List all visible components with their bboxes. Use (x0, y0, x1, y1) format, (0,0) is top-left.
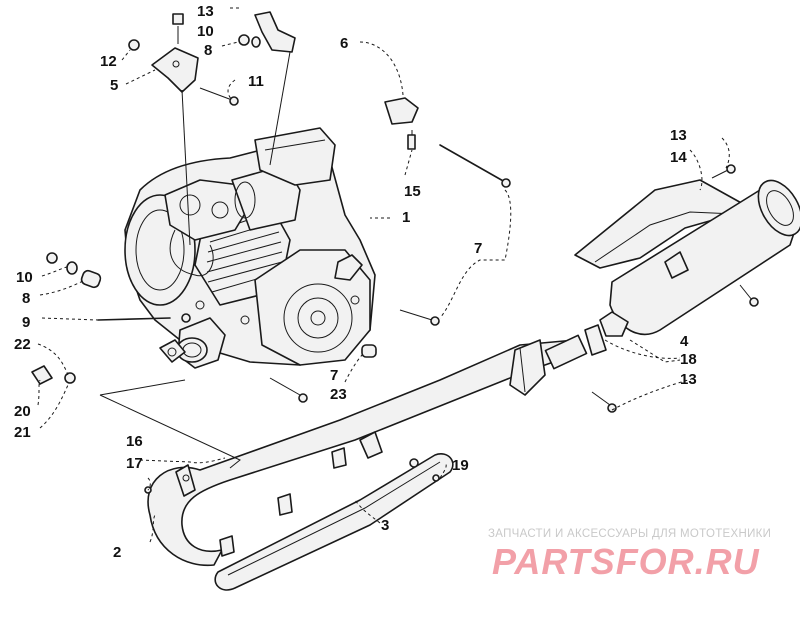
mount-bracket-5 (151, 47, 199, 246)
callout-17: 17 (126, 455, 143, 472)
callout-14: 14 (670, 149, 687, 166)
callout-13: 13 (680, 371, 697, 388)
callout-19: 19 (452, 457, 469, 474)
stud-bracket-15 (384, 97, 419, 150)
callout-22: 22 (14, 336, 31, 353)
callout-12: 12 (100, 53, 117, 70)
callout-4: 4 (680, 333, 689, 350)
callout-7: 7 (474, 240, 482, 257)
callout-8: 8 (204, 42, 212, 59)
pipe-shield-3 (214, 431, 454, 591)
long-bolt-7 (439, 144, 511, 188)
leader-lines (37, 7, 730, 543)
callout-18: 18 (680, 351, 697, 368)
engine-assembly (124, 127, 376, 369)
callout-5: 5 (110, 77, 118, 94)
watermark-tagline: ЗАПЧАСТИ И АКСЕССУАРЫ ДЛЯ МОТОТЕХНИКИ (488, 528, 772, 540)
callout-20: 20 (14, 403, 31, 420)
exhaust-pipe-2 (147, 334, 588, 567)
callout-7: 7 (330, 367, 338, 384)
callout-3: 3 (381, 517, 389, 534)
callout-11: 11 (248, 73, 264, 90)
mount-bracket-6 (254, 11, 296, 166)
callout-23: 23 (330, 386, 347, 403)
callout-8: 8 (22, 290, 30, 307)
callout-2: 2 (113, 544, 121, 561)
callout-1: 1 (402, 209, 410, 226)
callout-13: 13 (670, 127, 687, 144)
callout-labels: 13 10 8 12 5 11 6 15 1 7 13 14 4 18 13 1… (14, 3, 697, 561)
callout-13: 13 (197, 3, 214, 20)
muffler-4 (584, 179, 800, 356)
watermark-logo: PARTSFOR.RU (492, 541, 760, 582)
callout-10: 10 (197, 23, 214, 40)
top-hardware (128, 13, 261, 106)
callout-15: 15 (404, 183, 421, 200)
callout-10: 10 (16, 269, 33, 286)
callout-16: 16 (126, 433, 143, 450)
left-hardware (31, 164, 759, 494)
callout-6: 6 (340, 35, 348, 52)
callout-9: 9 (22, 314, 30, 331)
callout-21: 21 (14, 424, 31, 441)
